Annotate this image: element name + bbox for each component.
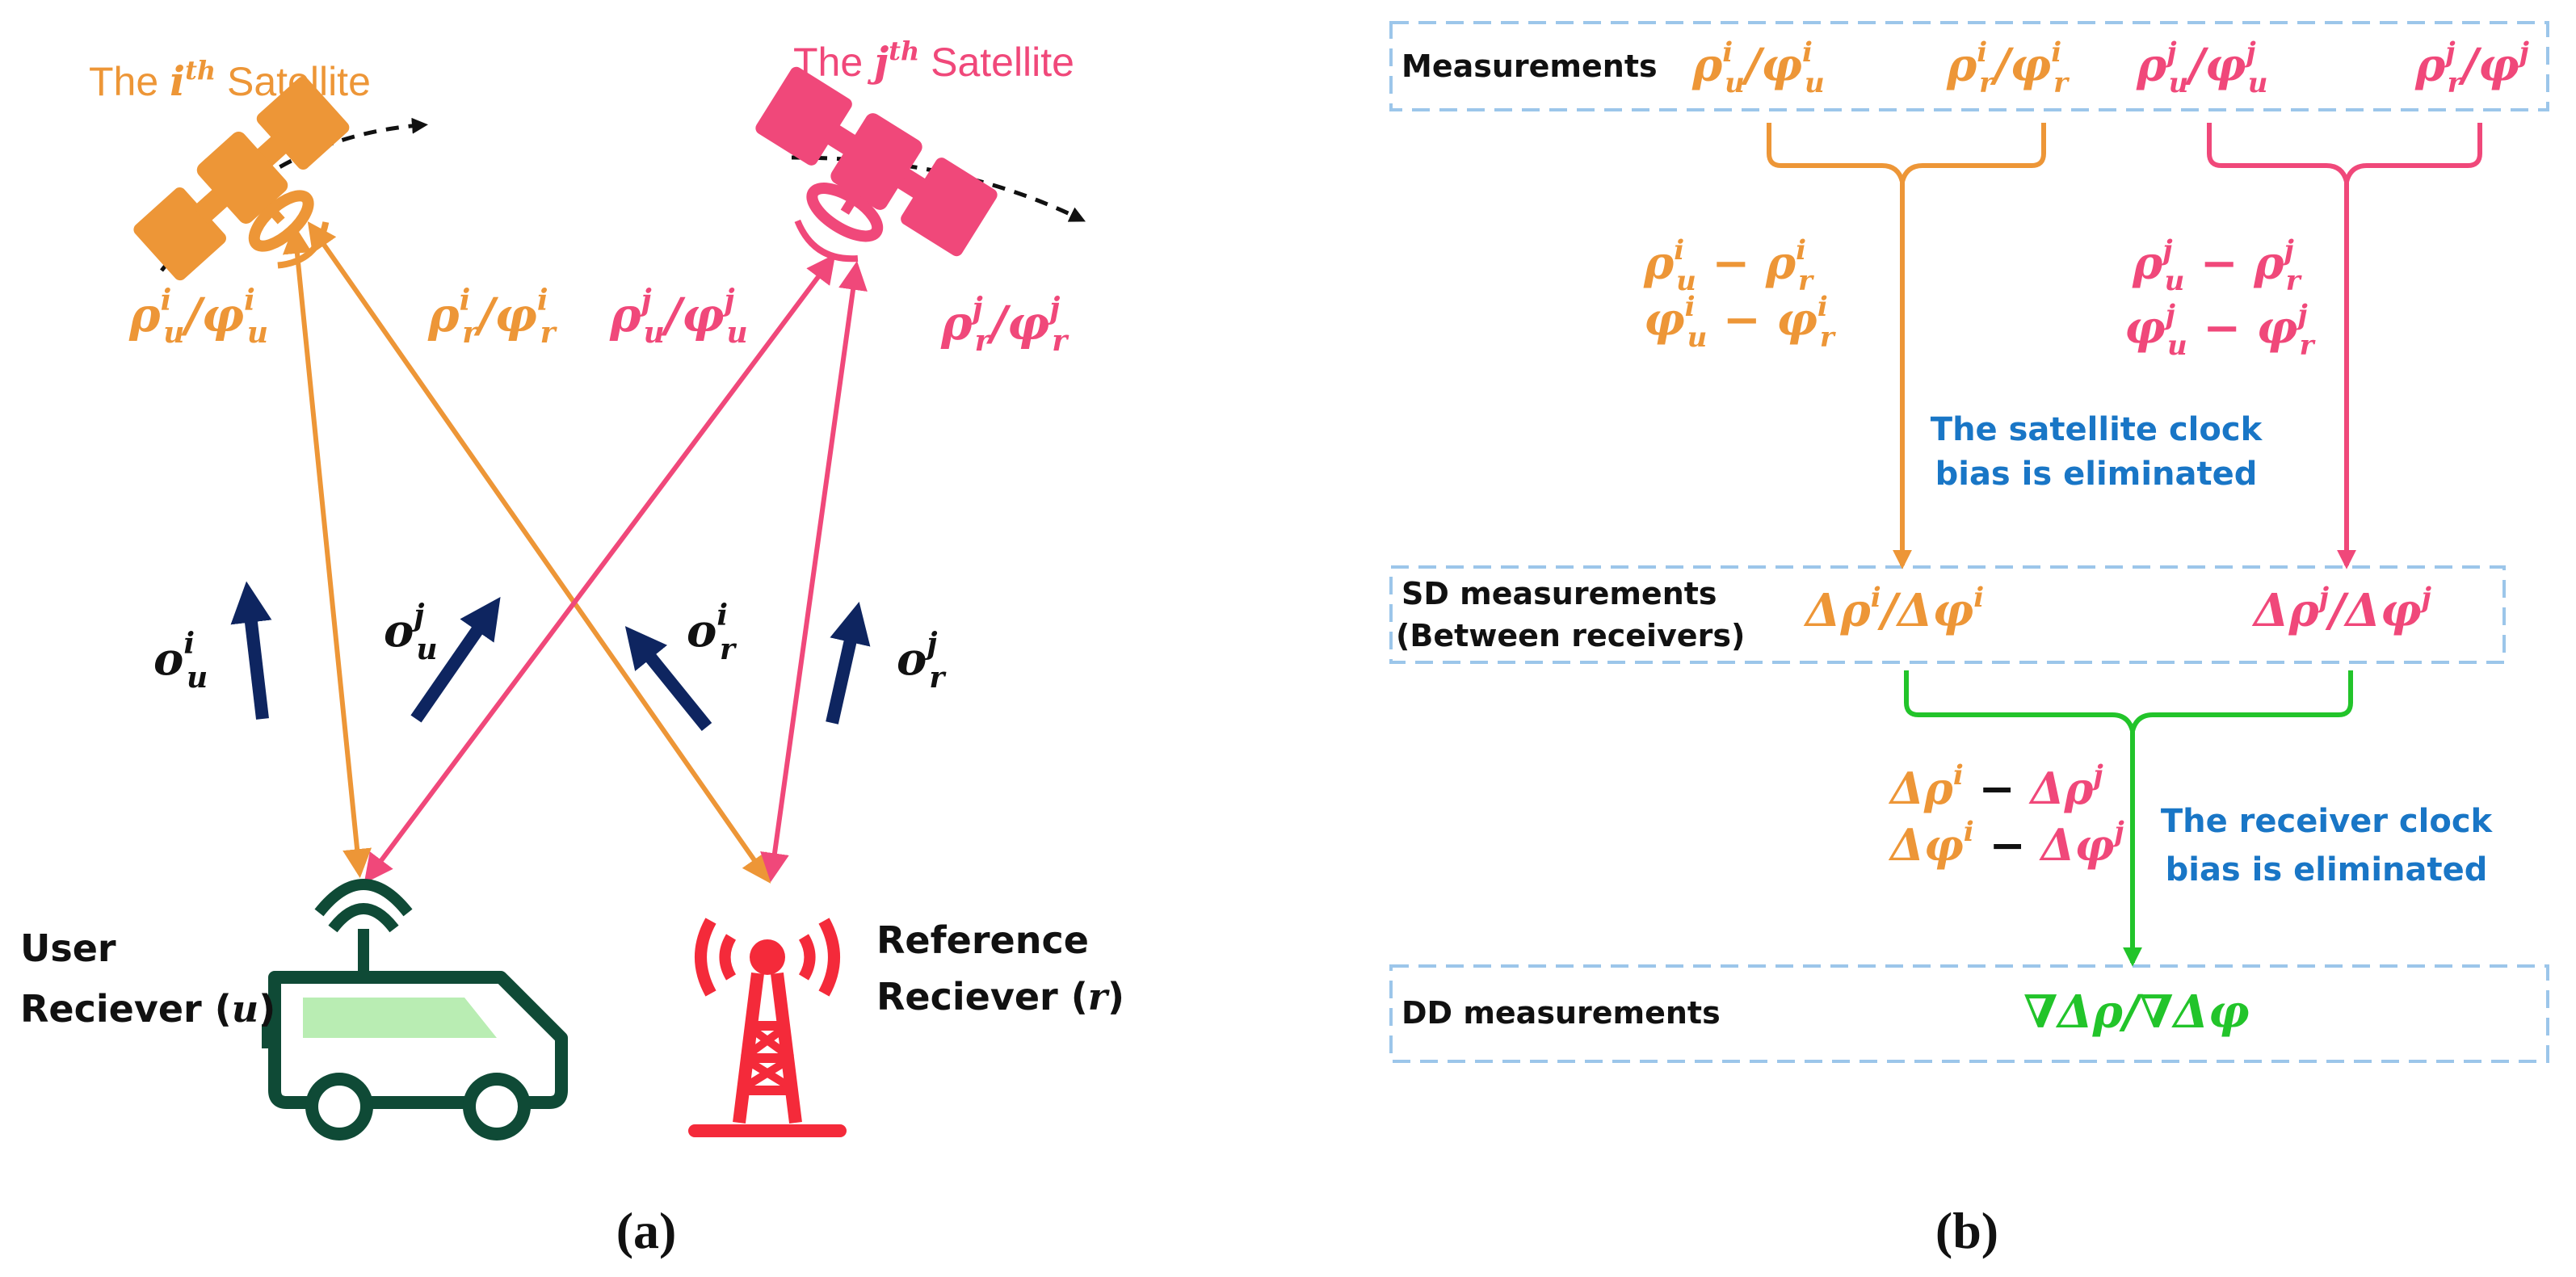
satellite-i-icon (133, 76, 350, 281)
brace-dd (1904, 670, 2353, 732)
car-icon (262, 879, 568, 1140)
measurements-label: Measurements (1401, 48, 1658, 84)
signal-line-j-user (363, 254, 836, 884)
antenna-tower-icon (688, 918, 847, 1137)
sat-j-title: The jth Satellite (793, 36, 1074, 86)
sd-value-j: Δρj/Δφj (2251, 582, 2432, 637)
sd-measurements-box (1389, 565, 2506, 664)
sd-label-line1: SD measurements (1401, 576, 1717, 611)
sat-i-title: The ith Satellite (89, 55, 371, 105)
user-receiver-label-line1: User (20, 926, 116, 970)
dd-diff-line1: Δρi − Δρj (1888, 759, 2103, 814)
los-arrow-r-j (826, 602, 871, 725)
note-receiver-clock-line2: bias is eliminated (2166, 851, 2488, 888)
dd-measurements-box (1389, 964, 2549, 1063)
user-receiver-label-line2: Reciever (u) (20, 987, 275, 1031)
satellite-j-icon (755, 66, 998, 263)
signal-line-j-reference (760, 260, 868, 883)
signal-line-i-user (282, 224, 372, 879)
dd-result: ∇Δρ/∇Δφ (2023, 985, 2250, 1039)
brace-i (1767, 123, 2046, 183)
caption-a: (a) (616, 1202, 677, 1259)
sd-label-line2: (Between receivers) (1396, 618, 1745, 653)
los-arrow-r-i (624, 626, 712, 732)
sat-j-orbit-arrow (791, 155, 1086, 222)
los-arrow-u-j (410, 596, 501, 723)
caption-b: (b) (1935, 1202, 1998, 1259)
sd-value-i: Δρi/Δφi (1803, 582, 1984, 637)
brace-j (2207, 123, 2482, 183)
measurements-box (1389, 21, 2549, 111)
note-satellite-clock-line2: bias is eliminated (1935, 456, 2258, 493)
reference-receiver-label-line2: Reciever (r) (876, 975, 1124, 1019)
panel-a: The ith Satellite The jth Satellite (20, 36, 1124, 1259)
reference-receiver-label-line1: Reference (876, 918, 1089, 962)
dd-diff-line2: Δφi − Δφj (1888, 816, 2124, 871)
dd-measurements-label: DD measurements (1401, 995, 1721, 1031)
note-receiver-clock-line1: The receiver clock (2161, 803, 2494, 840)
los-arrow-u-i (230, 581, 272, 720)
panel-b: Measurements SD measurements (Between re… (1389, 21, 2549, 1259)
note-satellite-clock-line1: The satellite clock (1931, 411, 2263, 448)
